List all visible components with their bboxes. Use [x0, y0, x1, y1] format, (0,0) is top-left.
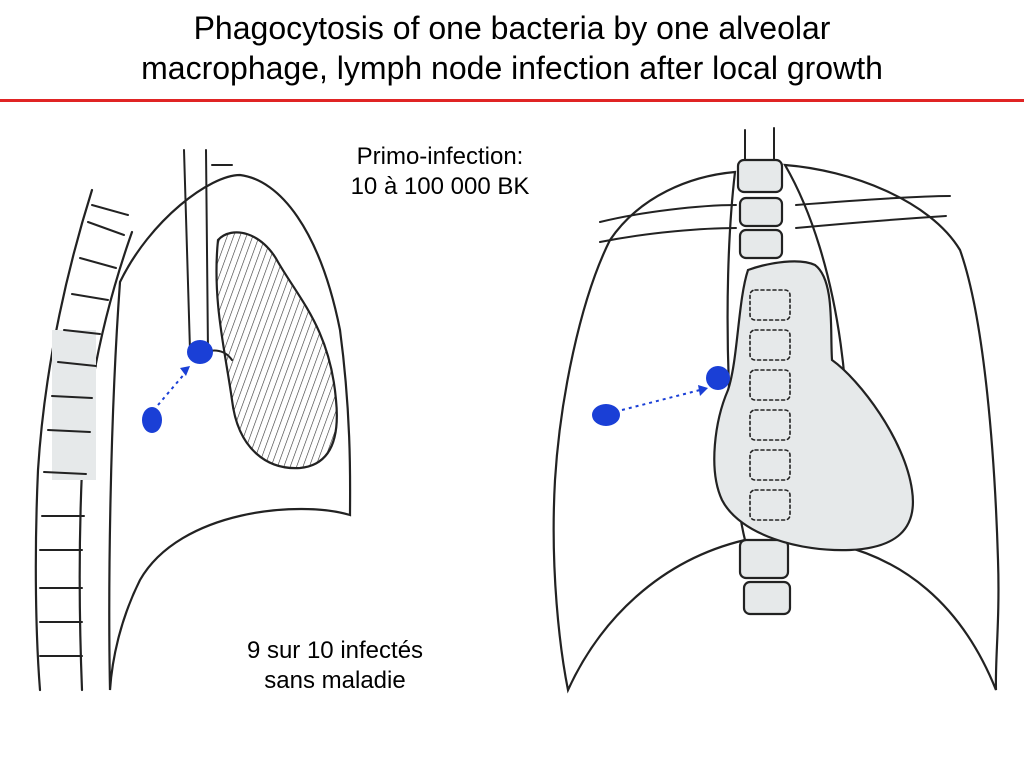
- title-divider: [0, 99, 1024, 102]
- frontal-lung-view: [552, 127, 1000, 694]
- primary-focus-lateral: [142, 407, 162, 433]
- spine: [736, 127, 792, 616]
- primary-focus-frontal: [592, 404, 620, 426]
- outcome-line-2: sans maladie: [264, 667, 406, 694]
- primo-line-2: 10 à 100 000 BK: [350, 173, 530, 200]
- lymph-node-frontal: [706, 366, 730, 390]
- heart-hatched: [215, 231, 338, 470]
- lymph-node-lateral: [187, 340, 213, 364]
- outcome-line-1: 9 sur 10 infectés: [246, 637, 424, 664]
- slide-title: Phagocytosis of one bacteria by one alve…: [0, 8, 1024, 88]
- lateral-infection-path: [142, 340, 213, 433]
- lateral-lung-view: [34, 149, 352, 692]
- hidden-vertebrae: [749, 289, 791, 521]
- rib-shaded-band: [52, 330, 96, 480]
- frontal-infection-path: [592, 366, 730, 426]
- outcome-caption: 9 sur 10 infectés sans maladie: [190, 636, 480, 696]
- lung-diagram: [34, 127, 1000, 694]
- primo-infection-caption: Primo-infection: 10 à 100 000 BK: [290, 142, 590, 202]
- lateral-lung-outline: [108, 173, 352, 691]
- title-line-2: macrophage, lymph node infection after l…: [141, 50, 883, 86]
- title-line-1: Phagocytosis of one bacteria by one alve…: [193, 10, 831, 46]
- heart-shaded: [713, 260, 915, 552]
- rib-column: [34, 188, 134, 692]
- primo-line-1: Primo-infection:: [356, 143, 524, 170]
